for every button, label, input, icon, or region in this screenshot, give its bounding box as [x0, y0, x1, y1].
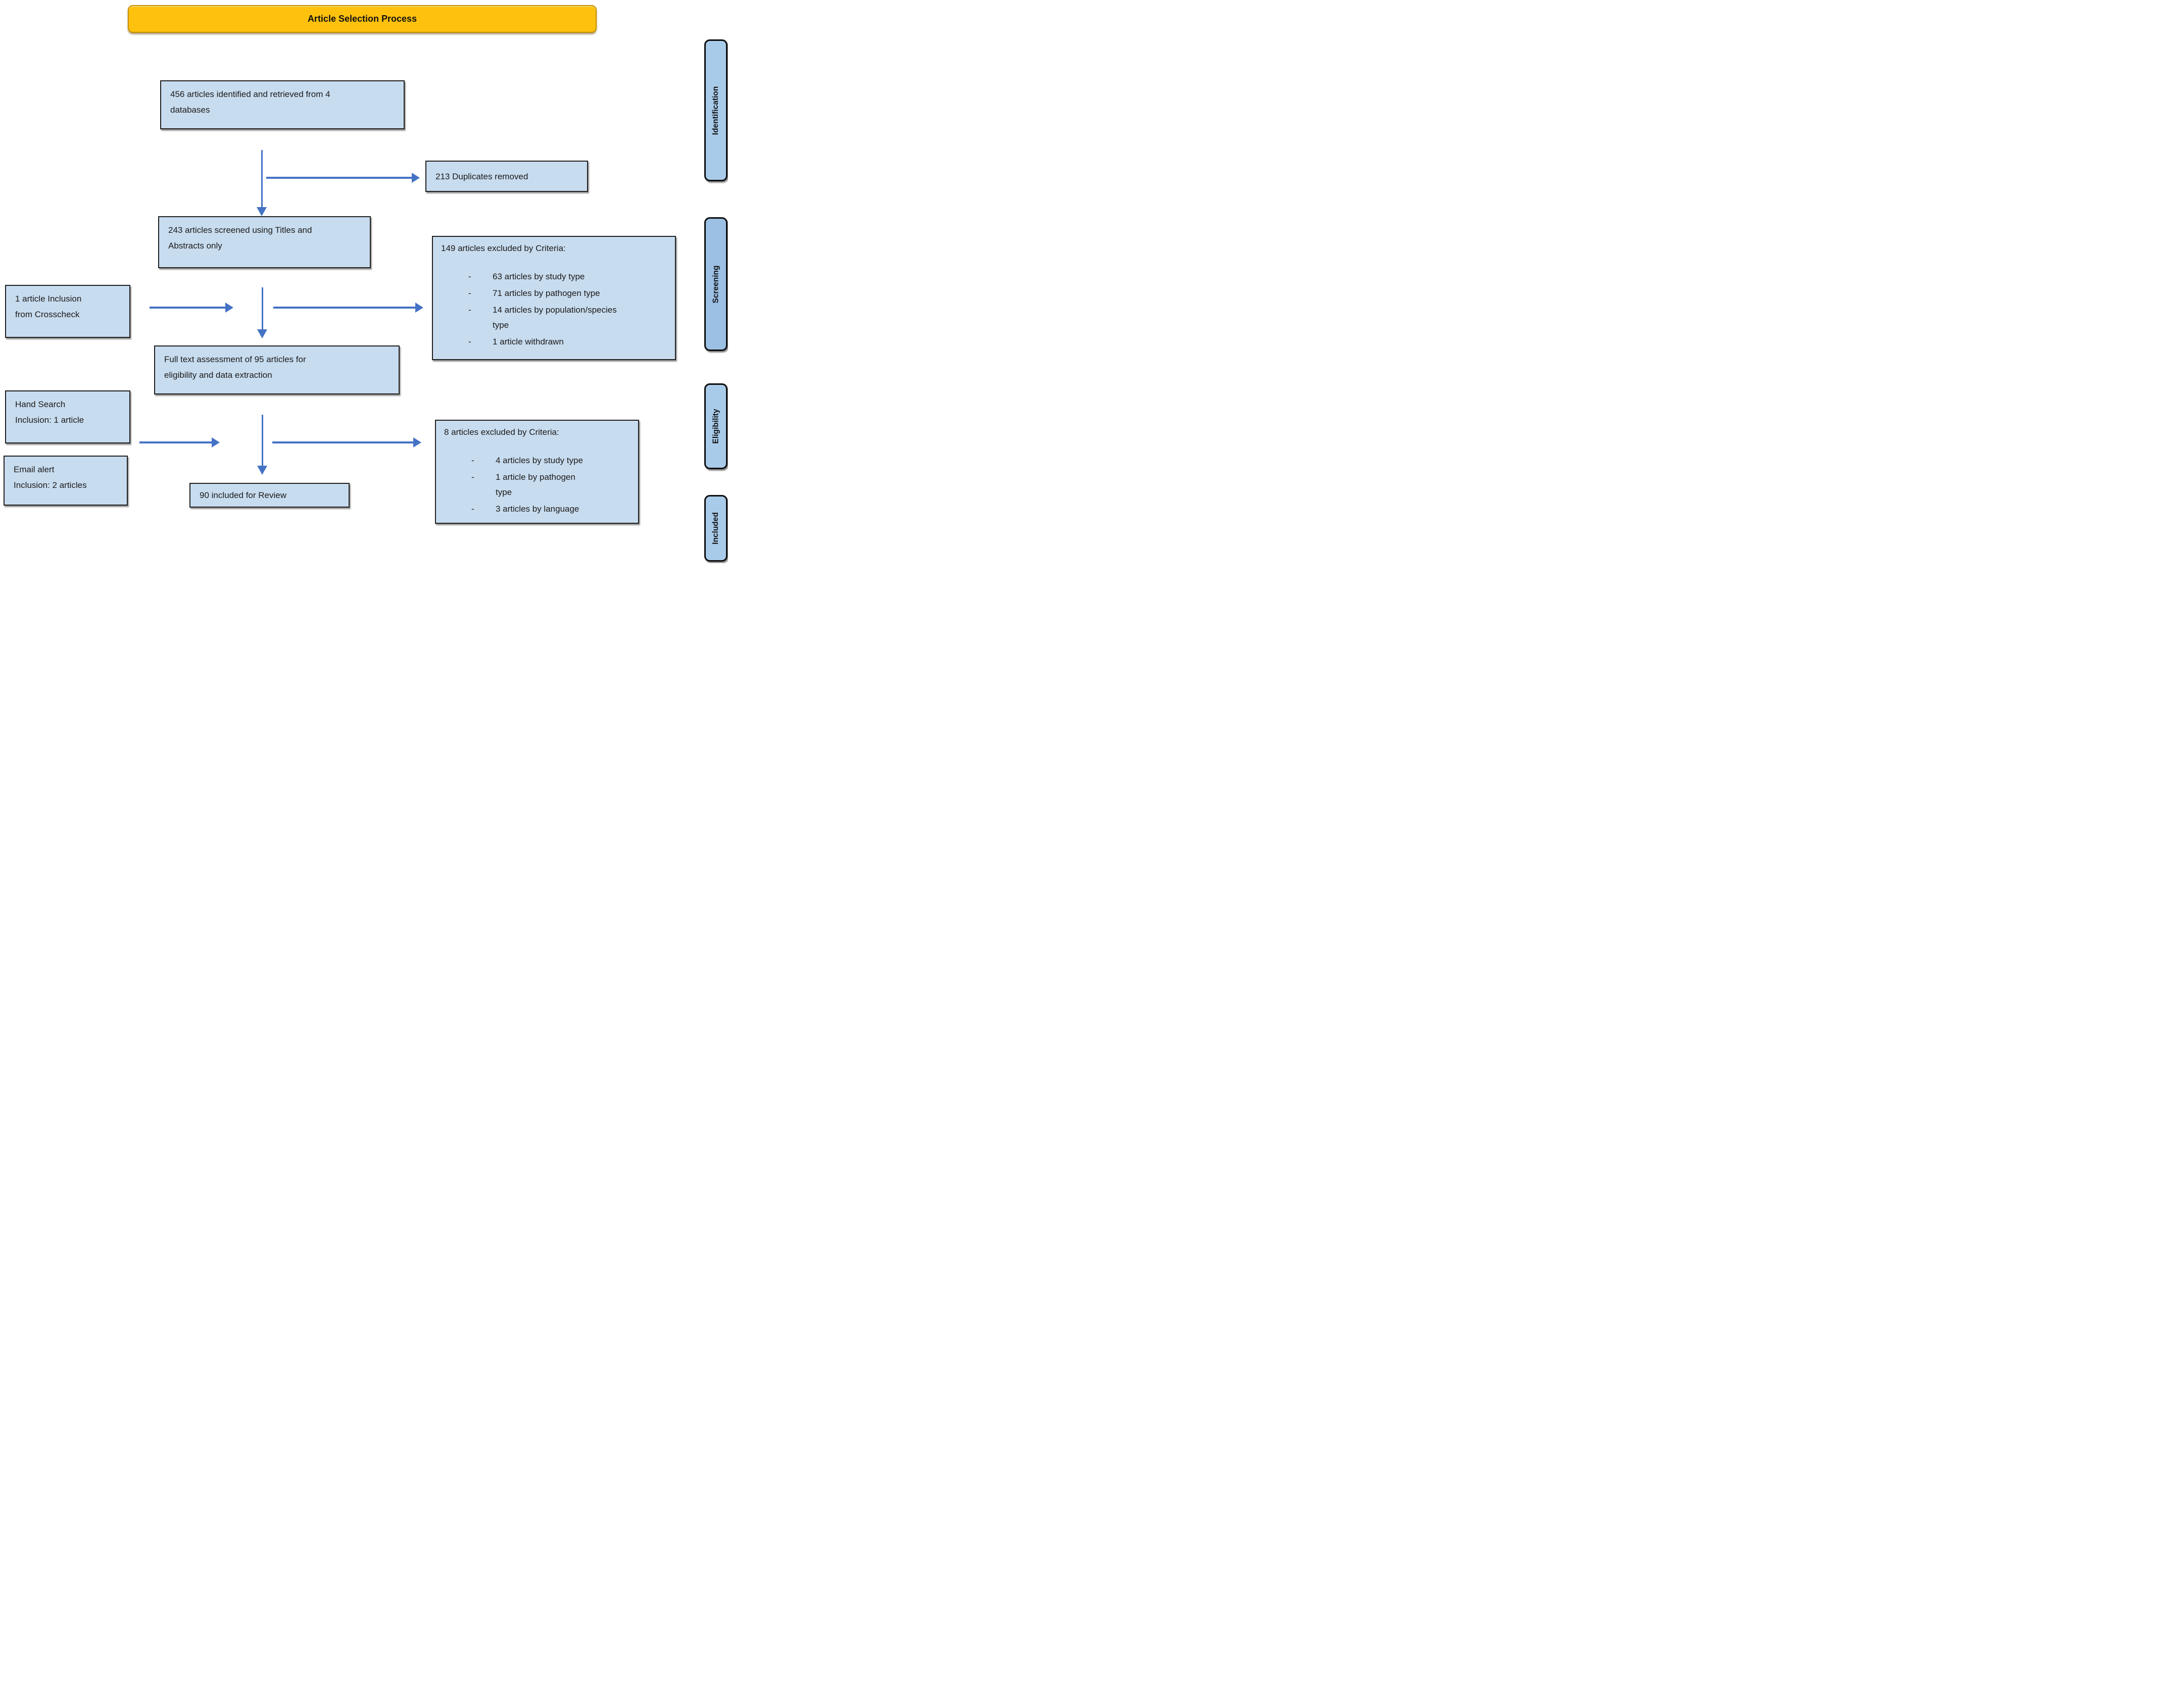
exclusion-item-text: 63 articles by study type	[493, 272, 585, 281]
box-handsearch-inclusion: Hand Search Inclusion: 1 article	[5, 390, 130, 443]
box-excluded-eligibility: 8 articles excluded by Criteria: - 4 art…	[435, 420, 639, 524]
box-emailalert-text: Email alert Inclusion: 2 articles	[14, 465, 87, 490]
excluded-screening-title: 149 articles excluded by Criteria:	[441, 243, 566, 253]
box-emailalert-inclusion: Email alert Inclusion: 2 articles	[4, 456, 128, 506]
box-screened-text: 243 articles screened using Titles and A…	[168, 225, 312, 251]
bullet-dash: -	[468, 305, 471, 315]
bullet-dash: -	[468, 337, 471, 346]
bullet-dash: -	[471, 504, 474, 514]
bullet-dash: -	[471, 472, 474, 482]
exclusion-item: - 4 articles by study type	[436, 453, 638, 468]
arrow-fulltext-to-included-line	[262, 415, 263, 466]
arrow-to-excluded-eligibility-line	[272, 441, 413, 443]
exclusion-item-text: 4 articles by study type	[496, 456, 583, 465]
exclusion-item: - 71 articles by pathogen type	[433, 286, 675, 301]
box-identified-text: 456 articles identified and retrieved fr…	[170, 89, 330, 115]
box-duplicates-removed: 213 Duplicates removed	[425, 161, 588, 192]
arrow-to-excluded-screening-head	[415, 303, 423, 313]
arrow-to-duplicates-line	[266, 177, 412, 179]
diagram-title-text: Article Selection Process	[307, 14, 417, 24]
box-screened-articles: 243 articles screened using Titles and A…	[158, 216, 371, 268]
article-selection-flowchart: Article Selection Process 456 articles i…	[0, 0, 728, 563]
arrow-crosscheck-in-line	[150, 307, 225, 309]
box-included-review: 90 included for Review	[189, 483, 350, 508]
exclusion-item: - 1 article withdrawn	[433, 334, 675, 350]
exclusion-item: - 63 articles by study type	[433, 269, 675, 284]
arrow-screened-to-fulltext-line	[262, 287, 263, 329]
box-crosscheck-inclusion: 1 article Inclusion from Crosscheck	[5, 285, 130, 338]
exclusion-item-text: 71 articles by pathogen type	[493, 288, 600, 298]
bullet-dash: -	[471, 456, 474, 465]
arrow-handsearch-in-line	[139, 441, 212, 443]
arrow-identified-to-screened-head	[257, 207, 267, 216]
stage-tab-identification: Identification	[704, 39, 727, 181]
box-included-text: 90 included for Review	[200, 490, 286, 500]
stage-label-identification: Identification	[711, 86, 720, 135]
box-fulltext-assessment: Full text assessment of 95 articles for …	[154, 345, 400, 394]
stage-tab-eligibility: Eligibility	[704, 383, 727, 469]
box-identified-articles: 456 articles identified and retrieved fr…	[160, 80, 405, 129]
arrow-crosscheck-in-head	[225, 303, 233, 313]
arrow-to-duplicates-head	[412, 173, 420, 183]
arrow-to-excluded-screening-line	[273, 307, 415, 309]
bullet-dash: -	[468, 288, 471, 298]
box-fulltext-text: Full text assessment of 95 articles for …	[164, 355, 306, 380]
excluded-eligibility-title: 8 articles excluded by Criteria:	[444, 427, 559, 437]
stage-label-eligibility: Eligibility	[711, 409, 720, 444]
arrow-fulltext-to-included-head	[257, 466, 267, 475]
box-crosscheck-text: 1 article Inclusion from Crosscheck	[15, 294, 82, 319]
exclusion-item-text: 3 articles by language	[496, 504, 579, 514]
exclusion-item-text: 14 articles by population/species type	[493, 305, 617, 330]
arrow-to-excluded-eligibility-head	[413, 437, 421, 448]
diagram-title: Article Selection Process	[128, 5, 597, 33]
box-handsearch-text: Hand Search Inclusion: 1 article	[15, 400, 84, 425]
arrow-screened-to-fulltext-head	[257, 329, 267, 338]
box-duplicates-text: 213 Duplicates removed	[435, 171, 528, 181]
stage-tab-screening: Screening	[704, 217, 727, 351]
stage-label-screening: Screening	[711, 265, 720, 303]
exclusion-item: - 14 articles by population/species type	[433, 303, 675, 333]
arrow-identified-to-screened-line	[261, 150, 263, 207]
exclusion-item-text: 1 article by pathogen type	[496, 472, 575, 497]
bullet-dash: -	[468, 272, 471, 281]
stage-label-included: Included	[711, 512, 720, 544]
exclusion-item: - 1 article by pathogen type	[436, 470, 638, 500]
box-excluded-screening: 149 articles excluded by Criteria: - 63 …	[432, 236, 676, 360]
exclusion-item-text: 1 article withdrawn	[493, 337, 564, 346]
arrow-handsearch-in-head	[212, 437, 220, 448]
exclusion-item: - 3 articles by language	[436, 502, 638, 517]
stage-tab-included: Included	[704, 495, 727, 562]
